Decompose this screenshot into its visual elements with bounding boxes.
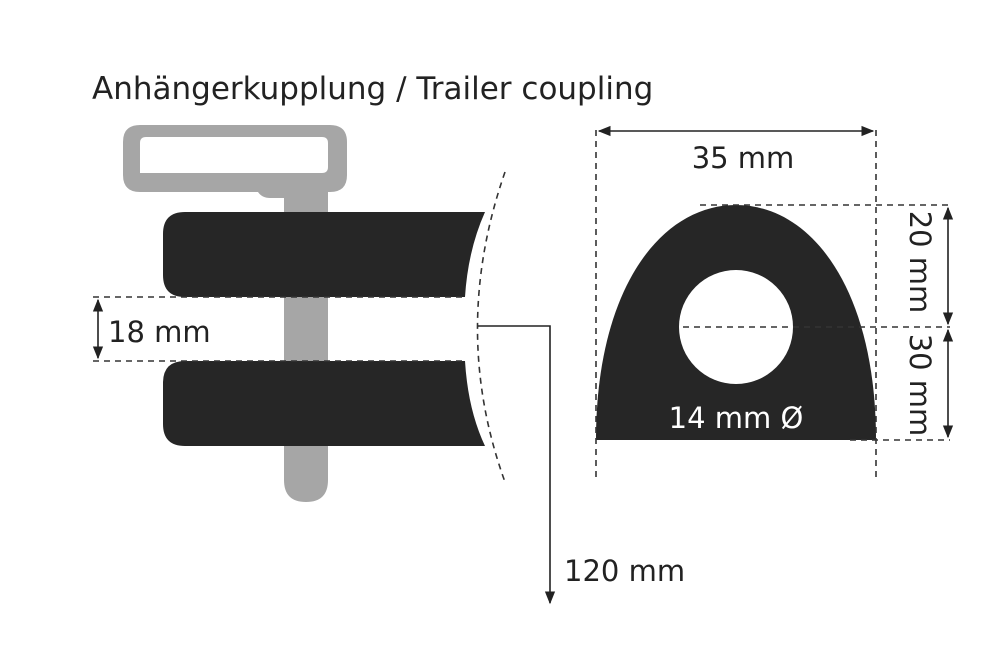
width-label: 35 mm [692,141,795,175]
hole-diameter-label: 14 mm Ø [669,401,804,435]
cross-section [596,205,876,440]
rubber-bar-top [163,212,485,297]
hole [679,270,793,384]
break-line [476,171,506,483]
diagram-title: Anhängerkupplung / Trailer coupling [92,71,653,107]
rubber-bar-bottom [163,361,485,446]
length-leader-arrow [478,325,556,605]
lower-height-label: 30 mm [903,334,937,437]
upper-height-label: 20 mm [903,211,937,314]
gap-label: 18 mm [108,315,211,349]
length-label: 120 mm [564,554,685,588]
